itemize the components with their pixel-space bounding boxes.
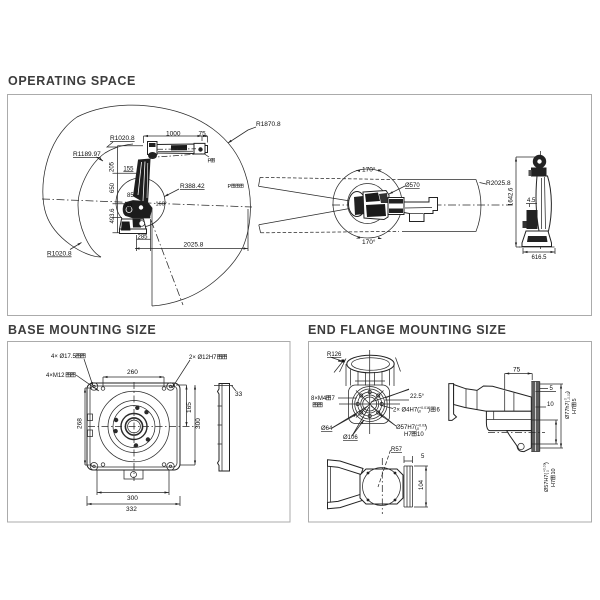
svg-text:P: P xyxy=(228,184,232,190)
svg-text:33: 33 xyxy=(235,391,243,398)
svg-text:0: 0 xyxy=(417,427,419,431)
svg-text:205: 205 xyxy=(110,161,116,172)
svg-text:0: 0 xyxy=(419,410,421,414)
svg-text:R1020.8: R1020.8 xyxy=(47,251,72,258)
svg-text:160°: 160° xyxy=(156,202,167,208)
svg-text:P: P xyxy=(208,159,212,165)
svg-text:Ø106: Ø106 xyxy=(343,435,358,441)
svg-text:R1870.8: R1870.8 xyxy=(256,121,281,128)
svg-text:300: 300 xyxy=(195,418,202,429)
svg-text:1642.6: 1642.6 xyxy=(509,187,515,206)
svg-text:2025.8: 2025.8 xyxy=(184,242,204,249)
svg-text:Ø570: Ø570 xyxy=(405,183,420,189)
svg-text:4×M12: 4×M12 xyxy=(46,373,65,379)
svg-text:): ) xyxy=(425,425,427,431)
svg-text:2× Ø4H7(: 2× Ø4H7( xyxy=(393,408,419,414)
svg-text:R1020.8: R1020.8 xyxy=(110,135,135,142)
svg-text:493.6: 493.6 xyxy=(110,208,116,224)
svg-text:+0.012: +0.012 xyxy=(419,406,430,410)
svg-text:R2025.8: R2025.8 xyxy=(486,180,511,187)
svg-text:Ø77h7(: Ø77h7( xyxy=(565,400,571,419)
svg-text:R1189.97: R1189.97 xyxy=(73,151,101,158)
svg-text:BASE MOUNTING SIZE: BASE MOUNTING SIZE xyxy=(8,323,156,337)
svg-text:END FLANGE MOUNTING SIZE: END FLANGE MOUNTING SIZE xyxy=(308,323,506,337)
svg-text:285: 285 xyxy=(138,234,149,240)
svg-text:H7: H7 xyxy=(551,480,557,487)
svg-text:165: 165 xyxy=(186,402,193,413)
svg-text:7: 7 xyxy=(332,396,336,402)
svg-text:260: 260 xyxy=(127,369,138,376)
svg-text:Ø64: Ø64 xyxy=(321,426,333,432)
svg-text:+0.03: +0.03 xyxy=(543,463,547,472)
svg-text:650: 650 xyxy=(110,182,116,193)
svg-text:H7: H7 xyxy=(572,407,578,414)
svg-text:): ) xyxy=(544,462,550,464)
svg-text:2× Ø12H7: 2× Ø12H7 xyxy=(189,355,217,361)
svg-text:22.5°: 22.5° xyxy=(410,394,425,400)
svg-text:75: 75 xyxy=(199,130,207,137)
svg-text:5: 5 xyxy=(572,398,578,401)
svg-text:OPERATING SPACE: OPERATING SPACE xyxy=(8,74,136,88)
svg-text:155: 155 xyxy=(123,166,134,172)
svg-text:170°: 170° xyxy=(362,238,376,246)
svg-text:85: 85 xyxy=(127,193,134,199)
svg-text:0: 0 xyxy=(546,470,550,472)
svg-text:Ø57H7(: Ø57H7( xyxy=(544,473,550,492)
svg-text:8×M4: 8×M4 xyxy=(311,396,327,402)
svg-text:-0.02: -0.02 xyxy=(567,392,571,400)
svg-text:300: 300 xyxy=(127,495,138,502)
svg-text:10: 10 xyxy=(417,432,424,438)
svg-text:5: 5 xyxy=(421,454,425,460)
svg-text:5: 5 xyxy=(550,386,554,392)
svg-text:6: 6 xyxy=(437,408,441,414)
svg-text:616.5: 616.5 xyxy=(532,255,548,261)
svg-text:170°: 170° xyxy=(362,166,376,174)
svg-text:1000: 1000 xyxy=(166,130,181,137)
svg-text:0: 0 xyxy=(564,398,568,400)
svg-text:): ) xyxy=(428,408,430,414)
svg-text:+0.03: +0.03 xyxy=(417,424,426,428)
svg-text:10: 10 xyxy=(547,402,554,408)
svg-text:104: 104 xyxy=(419,479,425,490)
svg-text:75: 75 xyxy=(513,367,521,374)
svg-text:R57: R57 xyxy=(391,447,403,453)
svg-text:10: 10 xyxy=(551,468,557,474)
svg-text:R126: R126 xyxy=(327,352,342,358)
svg-text:4.5: 4.5 xyxy=(527,198,536,204)
svg-text:H7: H7 xyxy=(404,432,412,438)
svg-text:): ) xyxy=(565,391,571,393)
svg-text:R388.42: R388.42 xyxy=(180,183,205,190)
svg-text:4× Ø17.5: 4× Ø17.5 xyxy=(51,354,77,360)
svg-text:Ø57H7(: Ø57H7( xyxy=(396,425,417,431)
svg-text:68: 68 xyxy=(126,204,133,210)
svg-text:332: 332 xyxy=(126,506,137,513)
svg-text:268: 268 xyxy=(77,418,84,429)
